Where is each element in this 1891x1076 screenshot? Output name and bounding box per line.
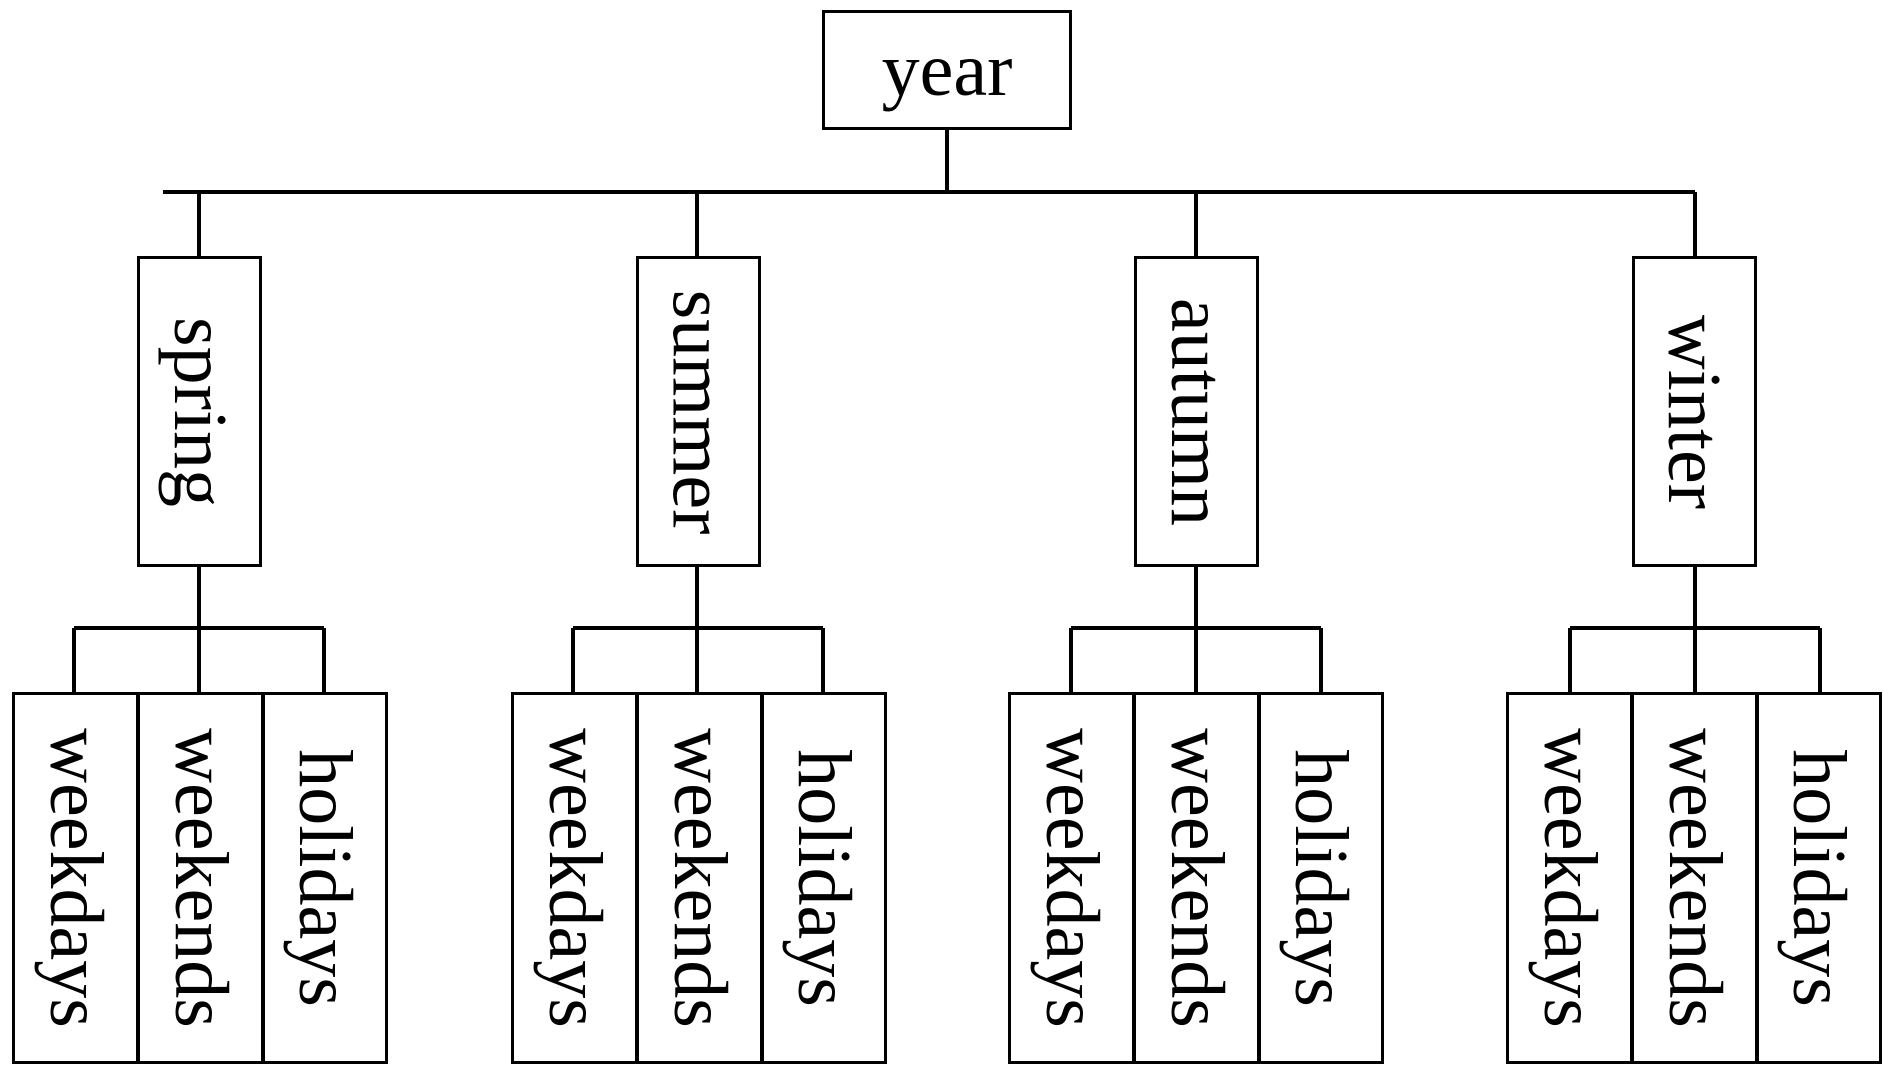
node-spring-holidays[interactable]: holidays xyxy=(262,692,388,1064)
node-autumn-holidays-label: holidays xyxy=(1279,749,1364,1007)
node-year-label: year xyxy=(881,28,1013,112)
node-spring-holidays-label: holidays xyxy=(283,749,368,1007)
node-autumn-weekends-label: weekends xyxy=(1154,728,1239,1028)
node-winter[interactable]: winter xyxy=(1632,256,1757,567)
node-summer-weekends[interactable]: weekends xyxy=(636,692,763,1064)
node-summer-weekends-label: weekends xyxy=(657,728,742,1028)
node-summer[interactable]: summer xyxy=(636,256,761,567)
node-autumn-weekends[interactable]: weekends xyxy=(1133,692,1260,1064)
node-winter-holidays[interactable]: holidays xyxy=(1756,692,1882,1064)
node-summer-weekdays-label: weekdays xyxy=(532,728,617,1028)
node-summer-weekdays[interactable]: weekdays xyxy=(511,692,638,1064)
node-autumn-label: autumn xyxy=(1154,297,1239,526)
node-winter-label: winter xyxy=(1652,314,1737,509)
node-winter-weekends-label: weekends xyxy=(1652,728,1737,1028)
node-spring[interactable]: spring xyxy=(137,256,262,567)
node-summer-holidays-label: holidays xyxy=(782,749,867,1007)
node-spring-weekends[interactable]: weekends xyxy=(137,692,264,1064)
node-summer-label: summer xyxy=(656,289,741,534)
node-spring-weekends-label: weekends xyxy=(158,728,243,1028)
node-autumn-weekdays[interactable]: weekdays xyxy=(1008,692,1135,1064)
node-winter-weekdays[interactable]: weekdays xyxy=(1506,692,1633,1064)
node-autumn-holidays[interactable]: holidays xyxy=(1258,692,1384,1064)
node-autumn-weekdays-label: weekdays xyxy=(1029,728,1114,1028)
node-summer-holidays[interactable]: holidays xyxy=(761,692,887,1064)
node-spring-label: spring xyxy=(157,316,242,507)
node-winter-weekends[interactable]: weekends xyxy=(1631,692,1758,1064)
node-spring-weekdays[interactable]: weekdays xyxy=(12,692,139,1064)
node-spring-weekdays-label: weekdays xyxy=(33,728,118,1028)
node-winter-holidays-label: holidays xyxy=(1777,749,1862,1007)
node-winter-weekdays-label: weekdays xyxy=(1527,728,1612,1028)
node-year[interactable]: year xyxy=(822,10,1072,130)
node-autumn[interactable]: autumn xyxy=(1134,256,1259,567)
